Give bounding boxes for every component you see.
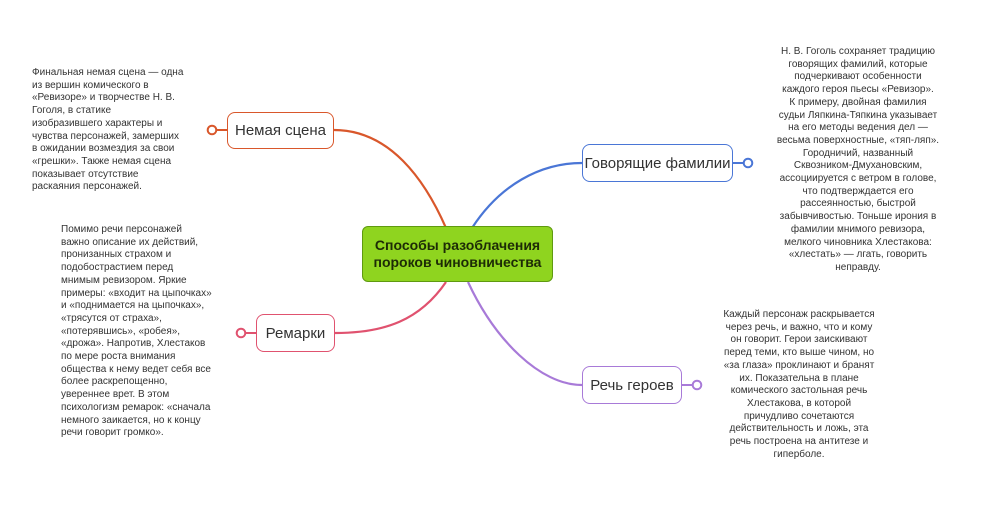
central-line-1: Способы разоблачения <box>374 237 541 253</box>
topic-rech-geroev[interactable]: Речь героев <box>582 366 682 404</box>
note-line: изобразившего характеры и <box>32 117 163 129</box>
central-topic[interactable]: Способы разоблачения пороков чиновничест… <box>362 226 553 282</box>
note-line: общества к нему ведет себя все <box>61 363 211 375</box>
note-line: он говорит. Герои заискивают <box>730 334 868 346</box>
note-line: забывчивостью. Тоньше ирония в <box>779 211 937 223</box>
note-line: каждого героя пьесы «Ревизор». <box>782 84 934 96</box>
central-line-2: пороков чиновничества <box>373 254 542 270</box>
note-line: Гоголя, в статике <box>32 105 111 117</box>
note-line: «Ревизоре» и творчестве Н. В. <box>32 92 175 104</box>
note-line: что подтверждается его <box>802 185 914 197</box>
note-line: через речь, и важно, что и кому <box>725 321 873 333</box>
note-line: Сквозником-Дмухановским, <box>793 160 923 172</box>
note-line: «хлестать» — лгать, говорить <box>788 249 928 261</box>
note-line: речи говорит громко». <box>61 427 164 439</box>
note-line: Каждый персонаж раскрывается <box>723 309 875 320</box>
note-line: К примеру, двойная фамилия <box>789 96 927 108</box>
note-line: «грешки». Также немая сцена <box>32 155 172 167</box>
note-line: судьи Ляпкина-Тяпкина указывает <box>778 109 938 121</box>
note-line: более раскрепощенно, <box>61 376 168 388</box>
note-line: мнимым ревизором. Яркие <box>61 274 187 286</box>
note-line: весьма поверхностные, «тяп-ляп». <box>776 134 940 146</box>
topic-rech-label: Речь героев <box>590 376 674 394</box>
note-line: чувства персонажей, замерших <box>32 130 179 142</box>
note-line: неправду. <box>835 261 881 273</box>
toggle-rech-icon[interactable] <box>691 379 703 391</box>
note-line: ассоциируется с ветром в голове, <box>779 173 937 185</box>
note-nemaya-scena: Финальная немая сцена — одна из вершин к… <box>32 67 212 194</box>
note-line: подчеркивают особенности <box>794 71 922 83</box>
note-line: рассеянностью, быстрой <box>800 198 916 210</box>
note-line: Н. В. Гоголь сохраняет традицию <box>780 46 936 57</box>
note-line: речь построена на антитезе и <box>729 436 869 448</box>
note-line: «дрожа». Напротив, Хлестаков <box>61 338 206 350</box>
note-line: из вершин комического в <box>32 79 149 91</box>
topic-nemaya-label: Немая сцена <box>234 122 326 139</box>
toggle-nemaya-icon[interactable] <box>206 124 218 136</box>
toggle-remarki-icon[interactable] <box>235 327 247 339</box>
note-line: Хлестакова, в которой <box>746 397 852 409</box>
topic-govoryashchie-familii[interactable]: Говорящие фамилии <box>582 144 733 182</box>
note-line: показывает отсутствие <box>32 168 139 180</box>
connector-nemaya <box>333 128 448 229</box>
topic-remarki[interactable]: Ремарки <box>256 314 335 352</box>
note-line: пронизанных страхом и <box>61 249 172 261</box>
note-line: на его методы ведения дел — <box>788 122 928 134</box>
topic-nemaya-scena[interactable]: Немая сцена <box>227 112 334 149</box>
note-line: действительность и ложь, эта <box>729 423 869 435</box>
note-line: важно описание их действий, <box>61 236 199 248</box>
topic-remarki-label: Ремарки <box>265 324 326 342</box>
note-line: говорящих фамилий, которые <box>788 58 928 70</box>
note-line: и «поднимается на цыпочках», <box>61 300 205 312</box>
note-remarki: Помимо речи персонажей важно описание их… <box>61 224 241 440</box>
note-line: немного заикается, но к концу <box>61 414 201 426</box>
note-line: примеры: «входит на цыпочках» <box>61 287 212 299</box>
connector-rech <box>467 281 583 387</box>
note-line: мелкого чиновника Хлестакова: <box>784 236 932 248</box>
note-rech-geroev: Каждый персонаж раскрывается через речь,… <box>702 309 896 461</box>
note-line: «за глаза» проклинают и бранят <box>723 359 875 371</box>
note-line: по мере роста внимания <box>61 351 176 363</box>
note-line: комического застольная речь <box>730 385 868 397</box>
note-govoryashchie-familii: Н. В. Гоголь сохраняет традицию говорящи… <box>758 46 958 275</box>
note-line: Помимо речи персонажей <box>61 224 182 235</box>
note-line: гиперболе. <box>773 448 825 460</box>
connector-remarki <box>334 281 447 335</box>
note-line: фамилии мнимого ревизора, <box>790 223 926 235</box>
note-line: Городничий, названный <box>802 147 914 159</box>
note-line: в ожидании возмездия за свои <box>32 143 175 155</box>
note-line: перед теми, кто выше чином, но <box>723 347 875 359</box>
note-line: причудливо сочетаются <box>743 410 855 422</box>
toggle-familii-icon[interactable] <box>742 157 754 169</box>
note-line: раскаяния персонажей. <box>32 181 142 193</box>
topic-familii-label: Говорящие фамилии <box>584 154 731 172</box>
connector-familii <box>471 161 583 229</box>
note-line: их. Показательна в плане <box>739 372 859 384</box>
note-line: увереннее врет. В этом <box>61 389 170 401</box>
note-line: «потерявшись», «робея», <box>61 325 181 337</box>
note-line: подобострастием перед <box>61 262 174 274</box>
note-line: психологизм ремарок: «сначала <box>61 401 211 413</box>
note-line: Финальная немая сцена — одна <box>32 67 184 78</box>
note-line: «трясутся от страха», <box>61 312 162 324</box>
